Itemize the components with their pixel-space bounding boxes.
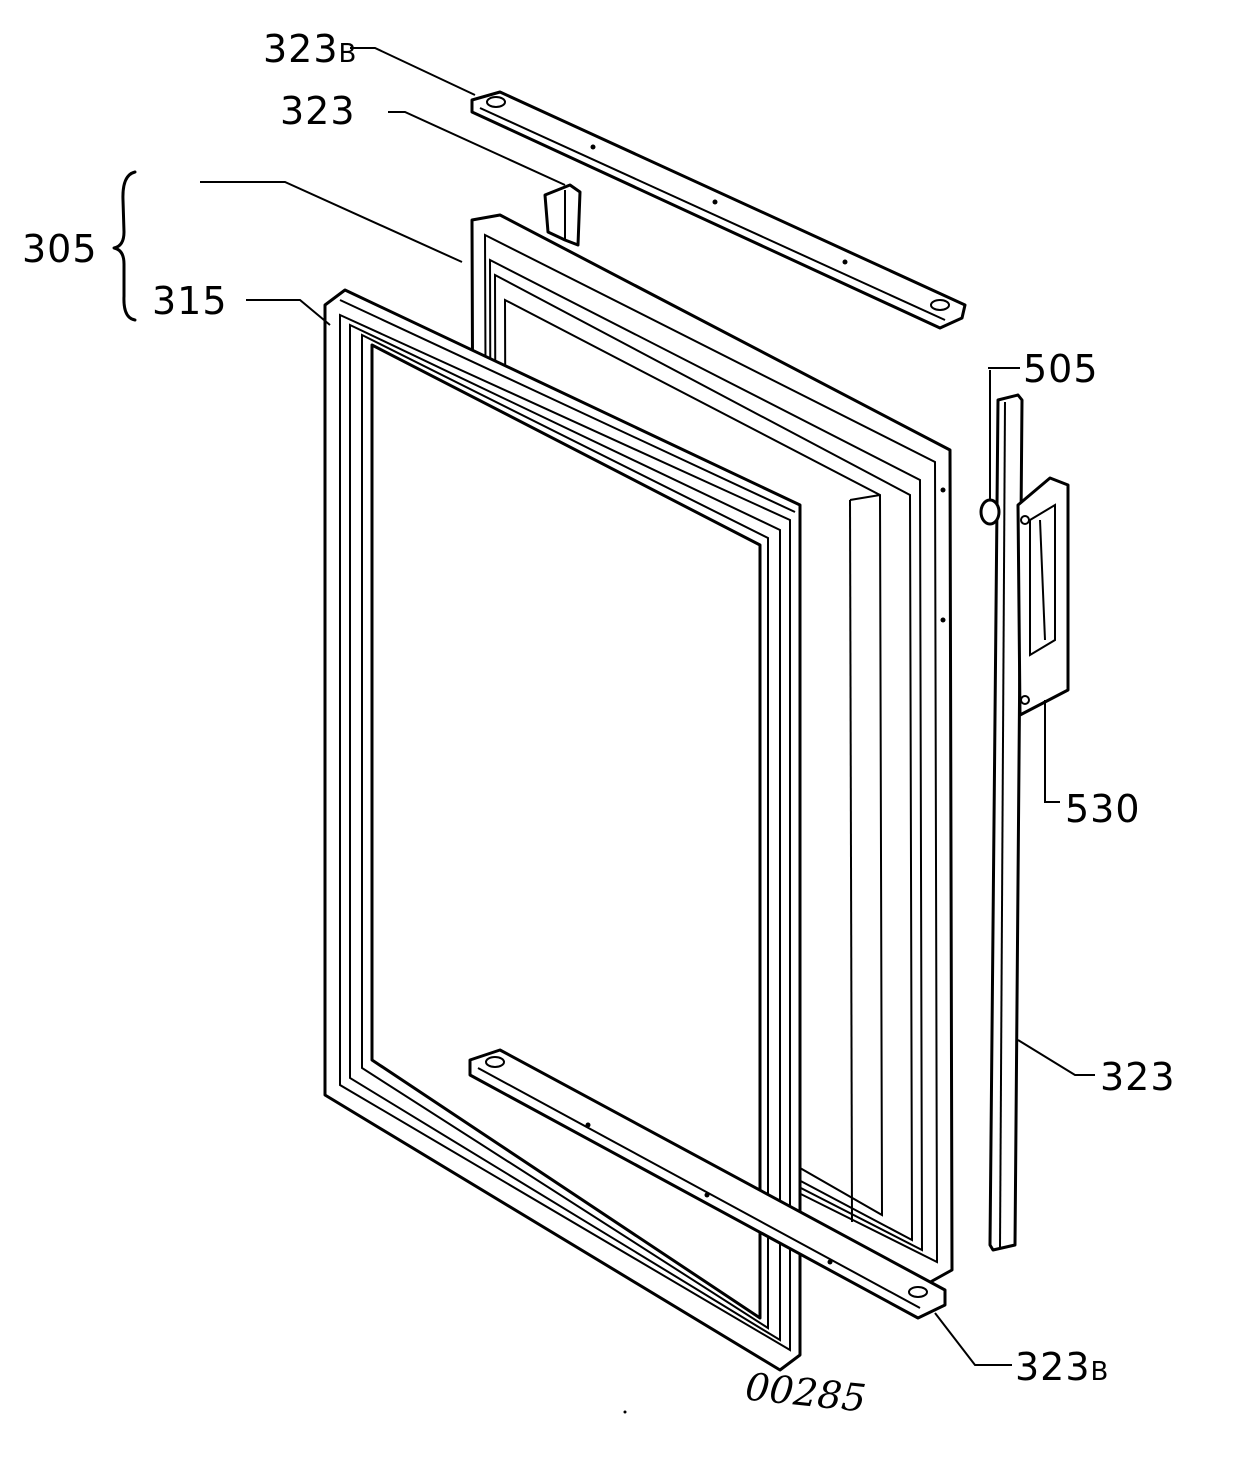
bottom-rail: [468, 1048, 947, 1320]
label-handle: 530: [1065, 787, 1141, 831]
label-top-rail: 323B: [263, 27, 357, 71]
top-rail: [470, 90, 967, 330]
top-bracket: [543, 183, 582, 247]
screw: [979, 370, 1001, 526]
label-top-bracket: 323: [280, 89, 356, 133]
label-side-rail: 323: [1100, 1055, 1176, 1099]
label-bottom-rail: 323B: [1015, 1345, 1109, 1389]
label-assembly: 305: [22, 227, 98, 271]
side-rail: [988, 393, 1024, 1252]
label-screw: 505: [1023, 347, 1099, 391]
drawing-number: 00285: [743, 1364, 868, 1420]
label-gasket: 315: [152, 279, 228, 323]
assembly-brace: [112, 170, 137, 322]
leader-lines: [200, 47, 1095, 1366]
door-handle: [1016, 476, 1070, 717]
